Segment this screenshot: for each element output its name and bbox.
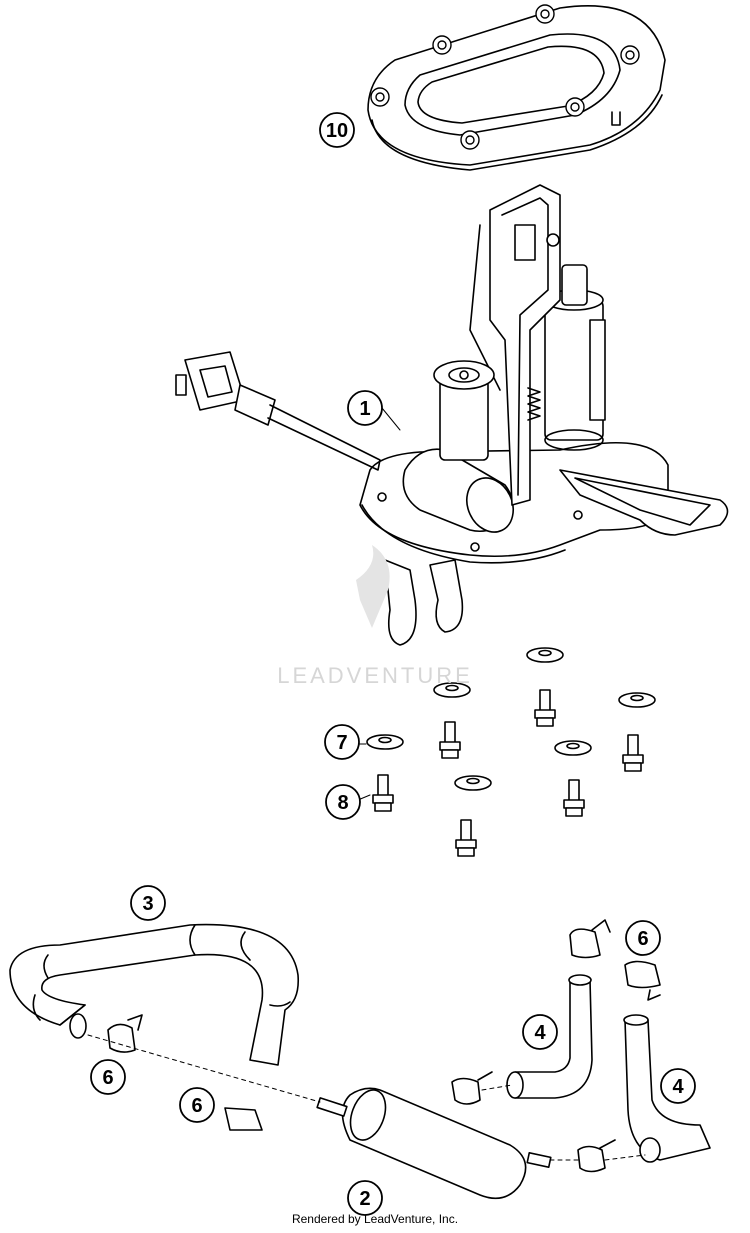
watermark: LEADVENTURE <box>277 545 473 688</box>
render-credit: Rendered by LeadVenture, Inc. <box>291 1212 459 1226</box>
callout-2: 2 <box>347 1180 383 1216</box>
callout-8-label: 8 <box>337 792 348 814</box>
gasket-ring-part-10 <box>367 4 666 171</box>
fuel-pump-assembly-part-1 <box>175 184 729 646</box>
callout-7-label: 7 <box>336 732 347 754</box>
callout-4-lower-label: 4 <box>672 1076 684 1098</box>
hose-part-4-upper <box>506 974 593 1099</box>
callout-7: 7 <box>324 724 360 760</box>
callout-6-middle-label: 6 <box>191 1095 202 1117</box>
callout-10-label: 10 <box>326 120 348 142</box>
fuel-filter-part-2 <box>316 1087 552 1200</box>
callout-1: 1 <box>347 390 383 426</box>
callout-1-label: 1 <box>359 398 370 420</box>
callouts: 10 1 7 8 3 6 4 6 4 6 2 <box>90 112 696 1216</box>
callout-6-right-label: 6 <box>637 928 648 950</box>
washers-part-7 <box>366 647 656 791</box>
hose-part-4-lower <box>623 1014 711 1163</box>
callout-6-middle: 6 <box>179 1087 215 1123</box>
hose-clamps-part-6 <box>107 919 661 1173</box>
callout-6-left-label: 6 <box>102 1067 113 1089</box>
watermark-text: LEADVENTURE <box>277 663 473 688</box>
callout-4-upper: 4 <box>522 1014 558 1050</box>
callout-3-label: 3 <box>142 893 153 915</box>
callout-2-label: 2 <box>359 1188 370 1210</box>
callout-10: 10 <box>319 112 355 148</box>
callout-6-left: 6 <box>90 1059 126 1095</box>
callout-4-lower: 4 <box>660 1068 696 1104</box>
callout-6-right: 6 <box>625 920 661 956</box>
callout-8: 8 <box>325 784 361 820</box>
callout-4-upper-label: 4 <box>534 1022 546 1044</box>
hose-part-3 <box>9 923 300 1066</box>
callout-3: 3 <box>130 885 166 921</box>
bolts-part-8 <box>372 689 644 857</box>
